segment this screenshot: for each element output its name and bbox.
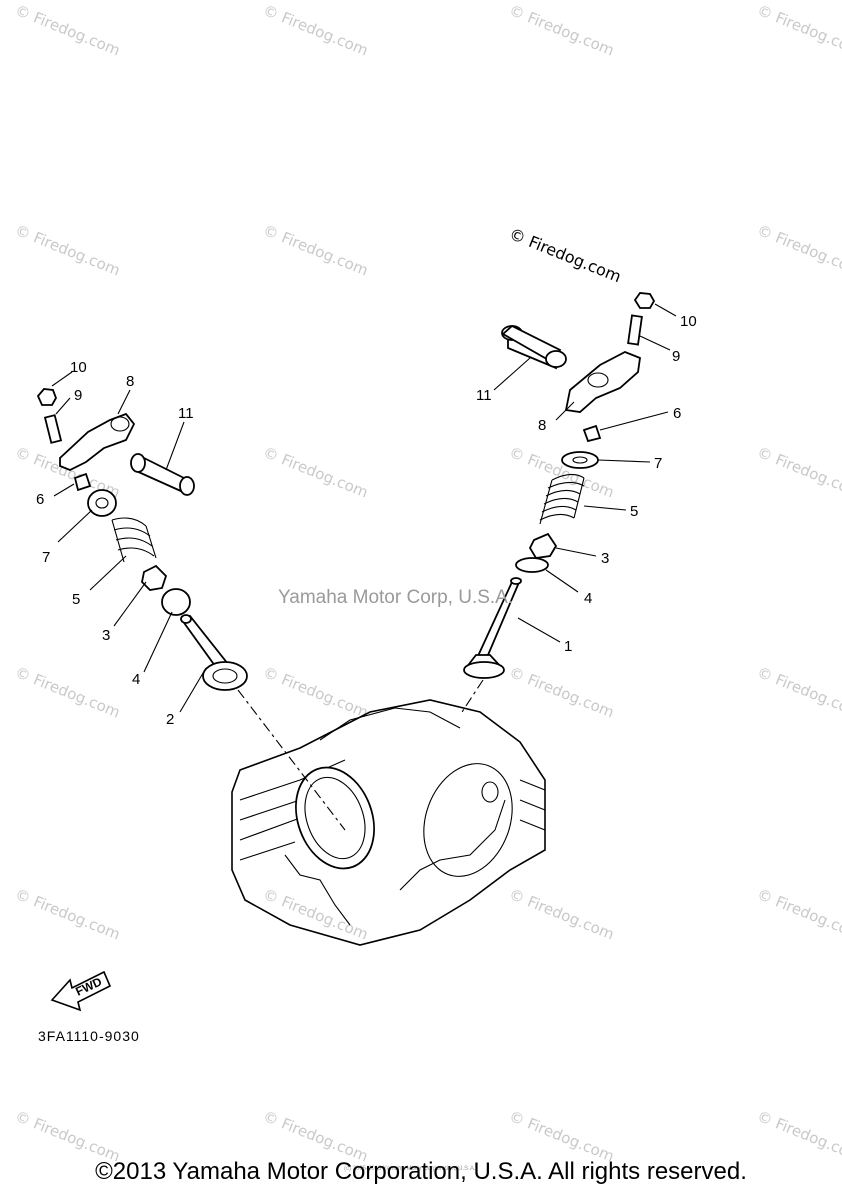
watermark-text: © Firedog.com [755,1,842,59]
callout-left-3: 3 [102,627,110,644]
rocker-arm-right [564,351,641,413]
watermark-text: © Firedog.com [261,663,371,721]
spring-right [539,473,585,525]
callout-right-11: 11 [476,387,492,404]
left-valve-assembly [36,388,248,691]
retainer-right [561,451,599,469]
callout-right-8: 8 [538,417,546,434]
watermark-text: © Firedog.com [261,885,371,943]
watermark-text: © Firedog.com [755,1107,842,1165]
callout-left-9: 9 [74,387,82,404]
watermark-text: © Firedog.com [755,221,842,279]
callout-left-6: 6 [36,491,44,508]
watermark-text: © Firedog.com [13,663,123,721]
nut-left [36,388,57,406]
watermark-text: © Firedog.com [755,663,842,721]
watermark-text: © Firedog.com [13,221,123,279]
spring-left [111,517,157,563]
center-watermark: Yamaha Motor Corp, U.S.A. [278,587,513,608]
seal-left [141,564,168,591]
watermark-text: © Firedog.com [261,1,371,59]
callout-right-3: 3 [601,550,609,567]
retainer-left [87,489,117,517]
valve-right [463,577,522,679]
cylinder-head [231,699,546,946]
footer-copyright: ©2013 Yamaha Motor Corporation, U.S.A. A… [95,1158,747,1185]
callout-labels: 10 9 11 8 6 7 5 3 4 1 10 9 8 11 6 7 5 3 … [36,313,697,728]
watermark-text: © Firedog.com [507,443,617,501]
watermark-text: © Firedog.com [507,1,617,59]
rocker-shaft-right [501,324,567,370]
watermark-text: © Firedog.com [507,885,617,943]
callout-right-4: 4 [584,590,592,607]
callout-left-7: 7 [42,549,50,566]
watermark-text: © Firedog.com [507,663,617,721]
callout-right-7: 7 [654,455,662,472]
right-valve-assembly [463,292,656,679]
adjuster-left [43,414,63,444]
nut-right [633,292,656,309]
watermark-text: © Firedog.com [13,1107,123,1165]
rocker-arm-left [59,412,136,471]
callout-left-2: 2 [166,711,174,728]
watermark-text: © Firedog.com [507,1107,617,1165]
callout-left-10: 10 [70,359,87,376]
watermark-text: © Firedog.com [261,1107,371,1165]
seat-left [161,588,191,616]
callout-left-11: 11 [178,405,194,422]
assembly-lines [237,679,484,831]
callout-left-8: 8 [126,373,134,390]
callout-right-5: 5 [630,503,638,520]
watermark-text: © Firedog.com [261,221,371,279]
callout-right-6: 6 [673,405,681,422]
rocker-shaft-left [130,453,195,496]
watermark-text: © Firedog.com [755,885,842,943]
valve-left [180,614,248,691]
callout-left-4: 4 [132,671,140,688]
collet-left [73,472,92,492]
diagram-code: 3FA1110-9030 [38,1028,140,1044]
seat-right [515,557,549,573]
callout-leaders [51,303,677,713]
small-copyright: (c) 2005-2015 Yamaha Motor Corporation, … [344,1166,476,1172]
watermark-text: © Firedog.com [13,1,123,59]
callout-right-1: 1 [564,638,572,655]
fwd-arrow-icon: FWD [50,970,112,1012]
callout-left-5: 5 [72,591,80,608]
watermark-layer: © Firedog.com © Firedog.com © Firedog.com ©… [13,1,842,1165]
header-watermark: © Firedog.com [507,224,624,286]
seal-right [528,532,558,559]
watermark-text: © Firedog.com [13,885,123,943]
callout-right-9: 9 [672,348,680,365]
collet-right [582,424,602,443]
watermark-text: © Firedog.com [261,443,371,501]
callout-right-10: 10 [680,313,697,330]
watermark-text: © Firedog.com [755,443,842,501]
adjuster-right [627,314,643,346]
